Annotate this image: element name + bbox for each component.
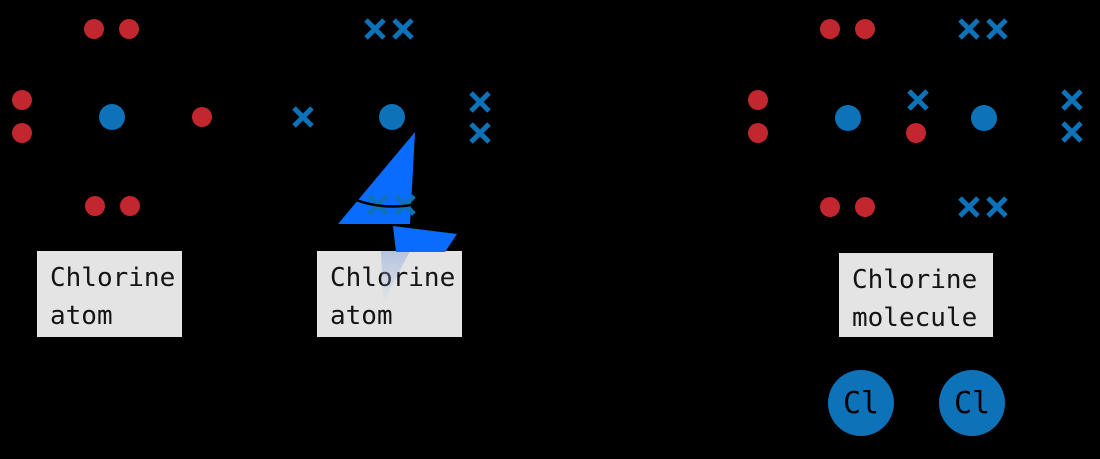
lightning-bolt-icon [338,132,415,224]
electron-dot [855,197,875,217]
electron-cross [986,18,1008,40]
electron-cross [907,89,929,111]
electron-cross [986,196,1008,218]
electron-dot [906,123,926,143]
electron-dot [12,90,32,110]
electron-dot [855,19,875,39]
electron-cross [292,106,314,128]
label-line2: molecule [852,303,977,333]
electron-dot [820,19,840,39]
electron-cross [469,91,491,113]
electron-cross [1061,121,1083,143]
label-molecule-2: Chlorine molecule [839,253,993,337]
electron-cross [958,18,980,40]
cl-symbols-layer: Cl Cl [828,370,1005,436]
nucleus-dot [99,104,125,130]
electron-dot [12,123,32,143]
electron-dot [85,196,105,216]
electron-dot [748,90,768,110]
label-atom-0: Chlorine atom [37,251,182,337]
cl-circle [828,370,894,436]
electron-cross [1061,89,1083,111]
electron-cross [958,196,980,218]
label-line1: Chlorine [852,265,977,295]
cl-label: Cl [843,386,879,421]
chlorine-atom-1 [12,19,212,216]
cl-label: Cl [954,386,990,421]
label-box [839,253,993,337]
label-line2: atom [50,301,113,331]
electron-dot [192,107,212,127]
label-line2: atom [330,301,393,331]
atoms-layer [12,18,1083,218]
nucleus-dot [379,104,405,130]
cl-circle [939,370,1005,436]
label-box [37,251,182,337]
nucleus-dot [971,105,997,131]
bolt-layer [338,132,457,252]
bolt-ghost [381,251,410,303]
molecule-left-atom [748,19,926,217]
label-line1: Chlorine [50,263,175,293]
electron-dot [84,19,104,39]
electron-dot [748,123,768,143]
lightning-bolt-tail-icon [393,226,457,252]
shell-arc [339,191,449,208]
electron-cross [364,18,386,40]
electron-cross [469,122,491,144]
cl-symbol-2: Cl [939,370,1005,436]
electron-dot [119,19,139,39]
molecule-right-atom [907,18,1083,218]
bolt-ghost-layer [381,251,410,303]
shell-arc-layer [339,191,449,208]
cl-symbol-1: Cl [828,370,894,436]
nucleus-dot [835,105,861,131]
electron-cross [392,18,414,40]
electron-dot [120,196,140,216]
electron-dot [820,197,840,217]
label-layer: ChlorineatomChlorineatomChlorinemolecule [37,251,993,337]
